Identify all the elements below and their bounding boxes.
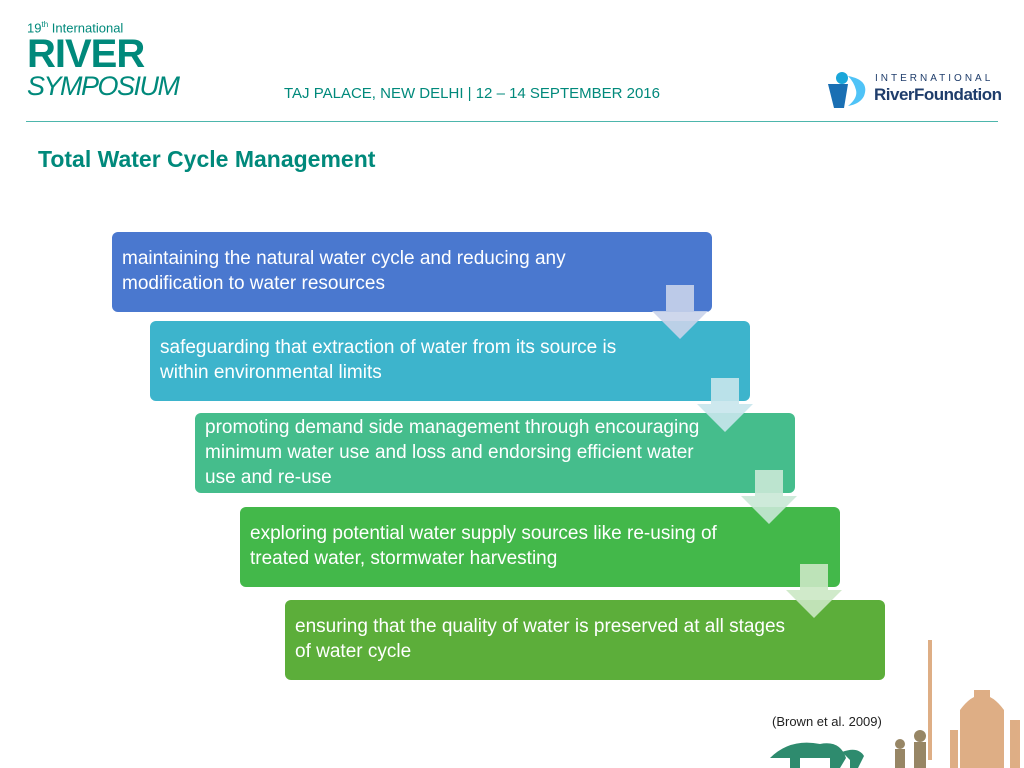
chevron-down-arrow-icon xyxy=(741,470,797,524)
step-4: exploring potential water supply sources… xyxy=(240,507,840,587)
river-symposium-logo: 19th International RIVER SYMPOSIUM xyxy=(27,20,180,102)
step-4-text: exploring potential water supply sources… xyxy=(250,523,717,569)
step-5: ensuring that the quality of water is pr… xyxy=(285,600,885,680)
step-2: safeguarding that extraction of water fr… xyxy=(150,321,750,401)
step-2-text: safeguarding that extraction of water fr… xyxy=(160,337,617,383)
citation: (Brown et al. 2009) xyxy=(772,714,882,729)
logo-river-text: RIVER xyxy=(27,32,145,76)
irf-mark-icon xyxy=(828,72,866,108)
header-divider xyxy=(26,121,998,122)
step-5-text: ensuring that the quality of water is pr… xyxy=(295,616,786,662)
step-1: maintaining the natural water cycle and … xyxy=(112,232,712,312)
slide-title: Total Water Cycle Management xyxy=(38,146,376,172)
chevron-down-arrow-icon xyxy=(697,378,753,432)
international-river-foundation-logo: INTERNATIONAL RiverFoundation xyxy=(824,70,1002,114)
logo-event-number: 19th International xyxy=(27,20,124,36)
venue-date: TAJ PALACE, NEW DELHI | 12 – 14 SEPTEMBE… xyxy=(284,85,660,102)
step-3: promoting demand side management through… xyxy=(195,413,795,493)
chevron-down-arrow-icon xyxy=(786,564,842,618)
partner-intl-text: INTERNATIONAL xyxy=(875,73,994,84)
chevron-down-arrow-icon xyxy=(652,285,708,339)
delhi-skyline-illustration xyxy=(770,640,1020,768)
step-1-text: maintaining the natural water cycle and … xyxy=(122,248,566,294)
partner-name-text: RiverFoundation xyxy=(874,85,1002,104)
logo-symposium-text: SYMPOSIUM xyxy=(27,71,180,101)
step-3-text: promoting demand side management through… xyxy=(205,417,700,488)
